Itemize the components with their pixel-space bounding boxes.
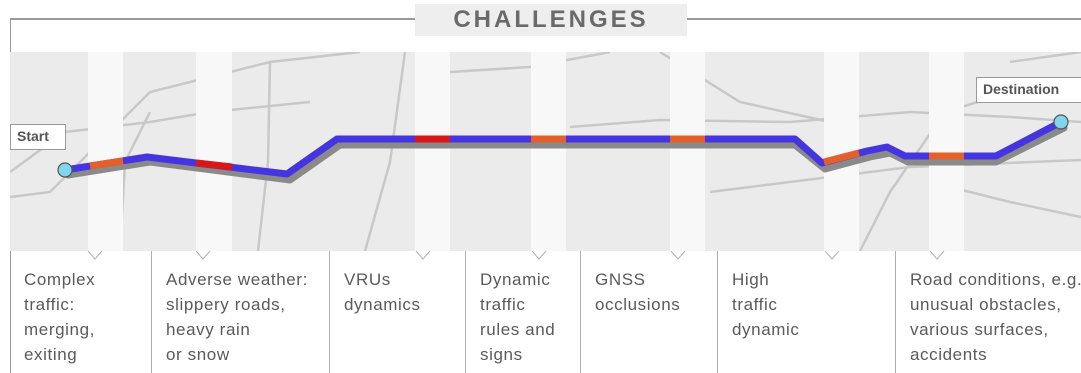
caption-line: dynamics xyxy=(344,295,421,314)
challenge-complex-traffic: Complex traffic: merging, exiting xyxy=(10,251,151,373)
caption-line: High xyxy=(732,270,770,289)
challenge-captions: Complex traffic: merging, exiting Advers… xyxy=(10,251,1081,373)
title-banner: CHALLENGES xyxy=(415,4,687,36)
caption-line: GNSS xyxy=(595,270,646,289)
caption-line: Adverse weather: xyxy=(166,270,308,289)
hazard-segment-complex-traffic xyxy=(89,157,124,170)
road-line xyxy=(118,111,152,251)
caption-line: unusual obstacles, xyxy=(910,295,1062,314)
caption-line: heavy rain xyxy=(166,320,251,339)
challenge-dynamic-rules: Dynamic traffic rules and signs xyxy=(465,251,580,373)
caption-line: traffic: xyxy=(24,295,75,314)
destination-label: Destination xyxy=(976,77,1081,103)
challenge-gnss-occlusions: GNSS occlusions xyxy=(580,251,717,373)
caption-line: VRUs xyxy=(344,270,391,289)
challenge-column xyxy=(929,52,964,251)
hazard-segment-high-traffic xyxy=(823,149,860,166)
road-line xyxy=(363,52,407,251)
challenge-columns xyxy=(88,52,964,251)
road-line xyxy=(449,52,611,74)
challenge-vrus-dynamics: VRUs dynamics xyxy=(329,251,465,373)
challenge-column xyxy=(415,52,450,251)
caption-line: traffic xyxy=(732,295,778,314)
caption-line: Dynamic xyxy=(480,270,551,289)
caption-pointers xyxy=(87,251,945,260)
caption-pointer xyxy=(670,251,686,260)
start-point xyxy=(57,162,73,178)
start-label-text: Start xyxy=(17,128,49,144)
challenge-road-conditions: Road conditions, e.g. unusual obstacles,… xyxy=(895,251,1081,373)
route-map-svg xyxy=(10,52,1081,251)
caption-pointer xyxy=(531,251,547,260)
challenge-column xyxy=(196,52,232,251)
caption-line: signs xyxy=(480,345,523,364)
road-line xyxy=(256,61,272,251)
caption-line: various surfaces, xyxy=(910,320,1049,339)
road-line xyxy=(10,52,361,199)
route-shadow xyxy=(64,124,1068,184)
start-label: Start xyxy=(10,124,66,150)
route-map: Start Destination xyxy=(10,52,1081,251)
caption-line: merging, xyxy=(24,320,95,339)
caption-pointer xyxy=(824,251,840,260)
caption-pointer xyxy=(87,251,103,260)
challenge-column xyxy=(531,52,566,251)
caption-line: Complex xyxy=(24,270,96,289)
destination-point xyxy=(1053,114,1069,130)
challenge-column xyxy=(88,52,123,251)
caption-line: rules and xyxy=(480,320,556,339)
caption-pointer xyxy=(415,251,431,260)
caption-pointer xyxy=(195,251,211,260)
caption-line: or snow xyxy=(166,345,230,364)
caption-line: traffic xyxy=(480,295,526,314)
hazard-segment-weather xyxy=(195,159,233,171)
caption-line: accidents xyxy=(910,345,988,364)
road-line xyxy=(1009,52,1081,64)
challenge-high-traffic: High traffic dynamic xyxy=(717,251,895,373)
page-title: CHALLENGES xyxy=(453,6,649,33)
hazard-segments xyxy=(89,135,964,171)
destination-label-text: Destination xyxy=(983,81,1060,97)
caption-line: dynamic xyxy=(732,320,800,339)
caption-pointer xyxy=(929,251,945,260)
challenge-adverse-weather: Adverse weather: slippery roads, heavy r… xyxy=(151,251,329,373)
road-line xyxy=(709,158,1081,194)
caption-line: slippery roads, xyxy=(166,295,286,314)
caption-line: occlusions xyxy=(595,295,681,314)
challenge-column xyxy=(670,52,705,251)
caption-line: Road conditions, e.g. xyxy=(910,270,1081,289)
caption-line: exiting xyxy=(24,345,78,364)
